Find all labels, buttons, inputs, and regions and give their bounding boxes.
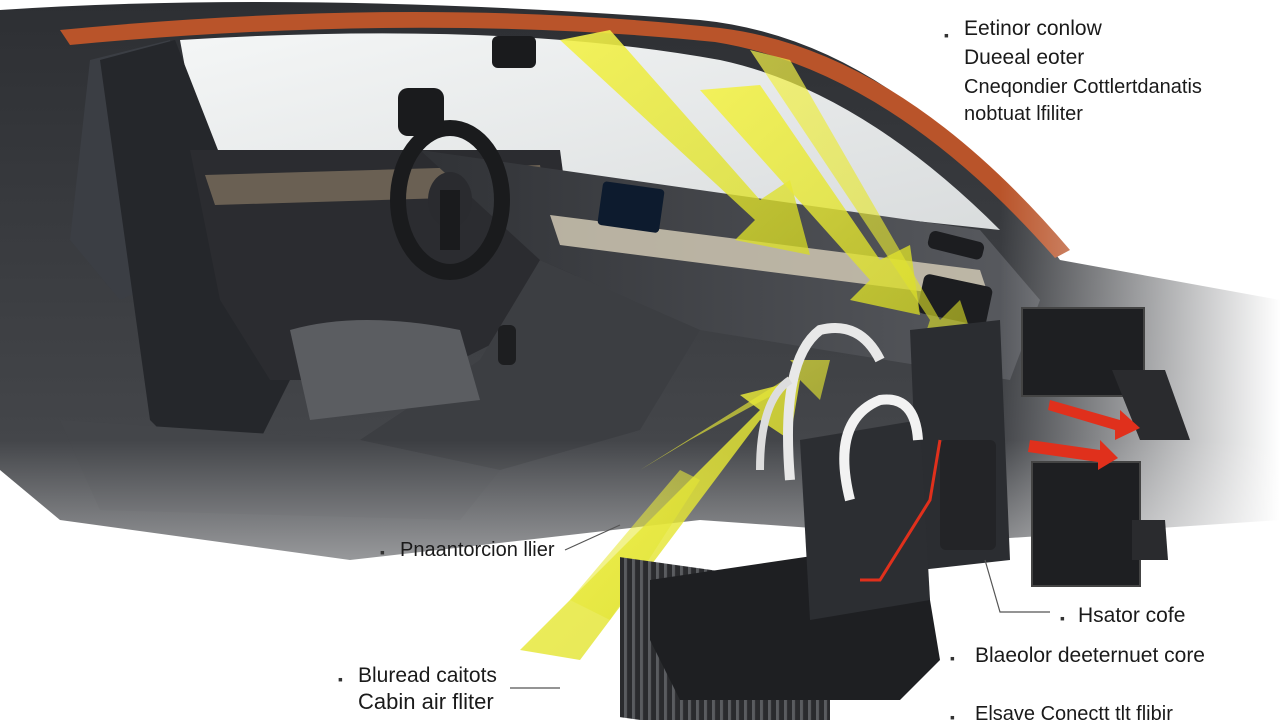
side-mirror: [398, 88, 444, 136]
dash-vent: [917, 274, 993, 326]
door-panel: [190, 150, 580, 380]
bullet-precondenser: ▪: [380, 544, 385, 560]
roof-trim: [60, 11, 1070, 259]
label-blower: Blaeolor deeternuet core: [975, 644, 1205, 667]
leader-precondenser: [564, 524, 621, 551]
leader-lines: [510, 524, 1050, 689]
filter-bracket-top: [1112, 370, 1190, 440]
airflow-arrow-2: [700, 85, 920, 315]
label-top-line-4: nobtuat lfiliter: [964, 103, 1083, 125]
bullet-blurred-motors: ▪: [338, 671, 343, 687]
heater-core-box: [940, 440, 996, 550]
side-vent: [927, 231, 985, 260]
label-precondenser: Pnaantorcion llier: [400, 539, 555, 561]
heater-wire: [860, 439, 942, 582]
infotainment-screen: [597, 181, 665, 233]
label-top-line-2: Dueeal eoter: [964, 46, 1085, 69]
white-hose-1: [783, 323, 885, 481]
bullet-evap: ▪: [950, 709, 955, 725]
center-console: [360, 260, 700, 470]
bullet-top: ▪: [944, 27, 949, 43]
airflow-arrow-6: [570, 470, 700, 620]
leader-heater-core: [984, 559, 1050, 613]
seat: [290, 320, 480, 420]
hvac-module: [620, 307, 1190, 720]
label-heater-core: Hsator cofe: [1078, 604, 1186, 627]
cabin-filter-panel-bottom: [1031, 461, 1141, 587]
airflow-arrow-3: [750, 50, 975, 345]
rear-mirror: [492, 36, 536, 68]
label-cabin-filter: Cabin air fliter: [358, 689, 494, 714]
bullet-blower: ▪: [950, 650, 955, 666]
label-evap: Elsave Conectt tlt flibir: [975, 703, 1173, 725]
red-arrow-2: [1028, 440, 1118, 470]
red-arrow-1: [1048, 400, 1140, 440]
label-top-line-1: Eetinor conlow: [964, 17, 1102, 40]
white-hose-2: [839, 394, 923, 502]
filter-bracket-bottom: [1132, 520, 1168, 560]
label-blurred-motors: Bluread caitots: [358, 664, 497, 687]
steering-wheel: [390, 120, 510, 280]
bullet-heater-core: ▪: [1060, 610, 1065, 626]
airflow-arrows: [520, 30, 975, 660]
white-hose-3: [756, 376, 793, 471]
airflow-arrow-1: [560, 30, 810, 255]
label-top-line-3: Cneqondier Cottlertdanatis: [964, 76, 1202, 98]
